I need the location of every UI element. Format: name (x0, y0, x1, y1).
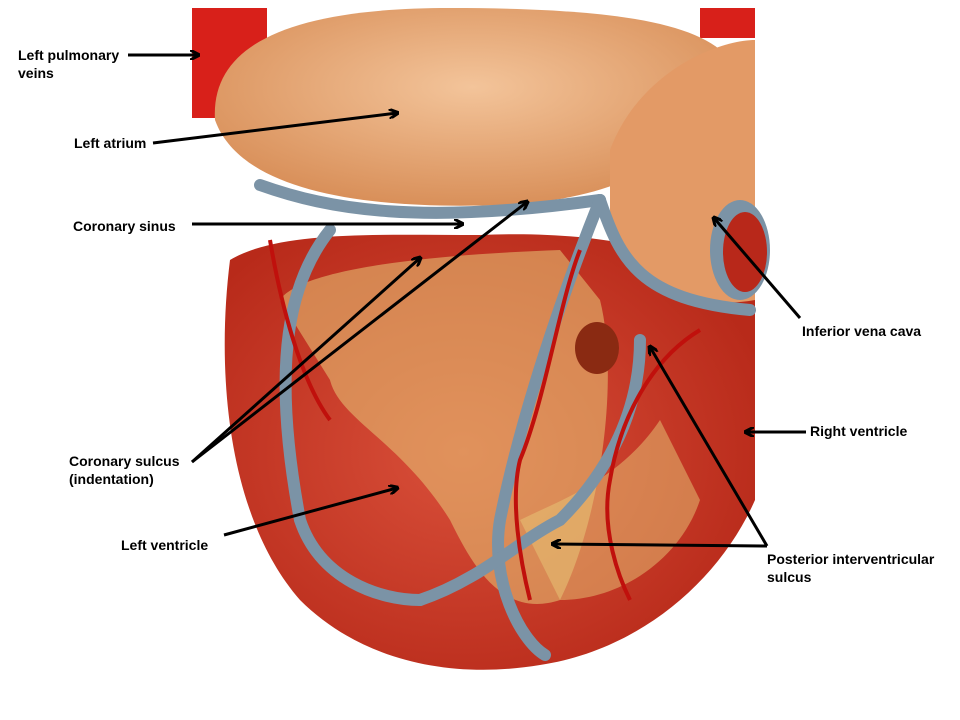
arrow-pi-sulcus-1 (553, 544, 768, 546)
label-line: Coronary sulcus (69, 453, 180, 469)
label-line: Left pulmonary (18, 47, 120, 63)
hole (575, 322, 619, 374)
arrow-coronary-sulcus-2 (191, 202, 527, 464)
arrows (128, 55, 806, 546)
label-posterior-interventricular-sulcus: Posterior interventricular sulcus (767, 550, 934, 586)
label-inferior-vena-cava: Inferior vena cava (802, 323, 922, 339)
label-line: sulcus (767, 569, 812, 585)
label-line: (indentation) (69, 471, 154, 487)
arrow-pi-sulcus-2 (650, 347, 769, 547)
label-left-pulmonary-veins: Left pulmonary veins (18, 46, 119, 82)
label-line: Posterior interventricular (767, 551, 935, 567)
arrow-left-ventricle (223, 488, 397, 537)
label-coronary-sulcus: Coronary sulcus (indentation) (69, 452, 179, 488)
label-right-ventricle: Right ventricle (810, 423, 908, 439)
label-left-ventricle: Left ventricle (121, 537, 209, 553)
arrow-left-atrium (152, 113, 397, 145)
left-atrium-shape (214, 8, 730, 206)
heart-illustration (192, 8, 770, 670)
label-left-atrium: Left atrium (74, 135, 147, 151)
arrow-inferior-vena-cava (714, 218, 802, 319)
arteries (268, 239, 702, 601)
label-coronary-sinus: Coronary sinus (73, 218, 176, 234)
label-line: veins (18, 65, 54, 81)
arrow-coronary-sulcus-1 (190, 258, 420, 464)
